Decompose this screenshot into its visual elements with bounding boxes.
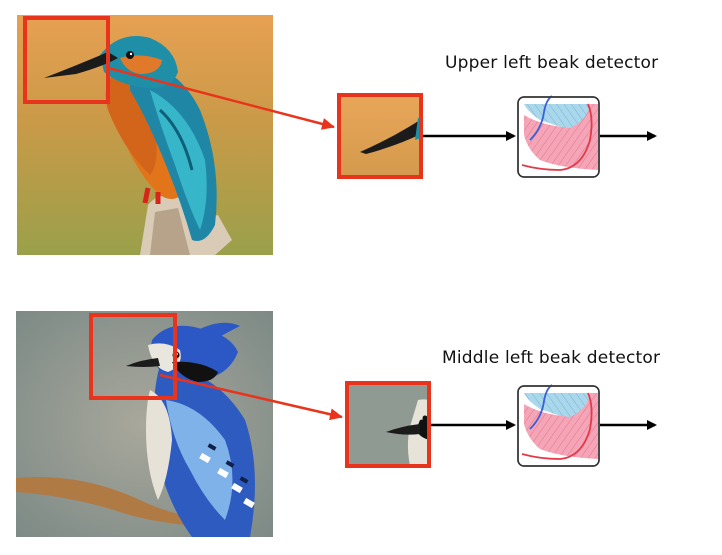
upper-left-beak-detector-label: Upper left beak detector	[445, 53, 659, 73]
blue-jay-photo	[16, 311, 273, 537]
middle-left-beak-crop	[345, 381, 431, 468]
crop-arrow-1	[107, 66, 335, 130]
neuron-detector-icon	[517, 95, 600, 178]
middle-left-beak-detector-label: Middle left beak detector	[442, 348, 661, 368]
kingfisher-photo	[17, 15, 273, 255]
crop-arrow-2	[159, 373, 343, 421]
neuron-detector-icon	[517, 384, 600, 467]
upper-left-beak-crop	[337, 93, 423, 179]
